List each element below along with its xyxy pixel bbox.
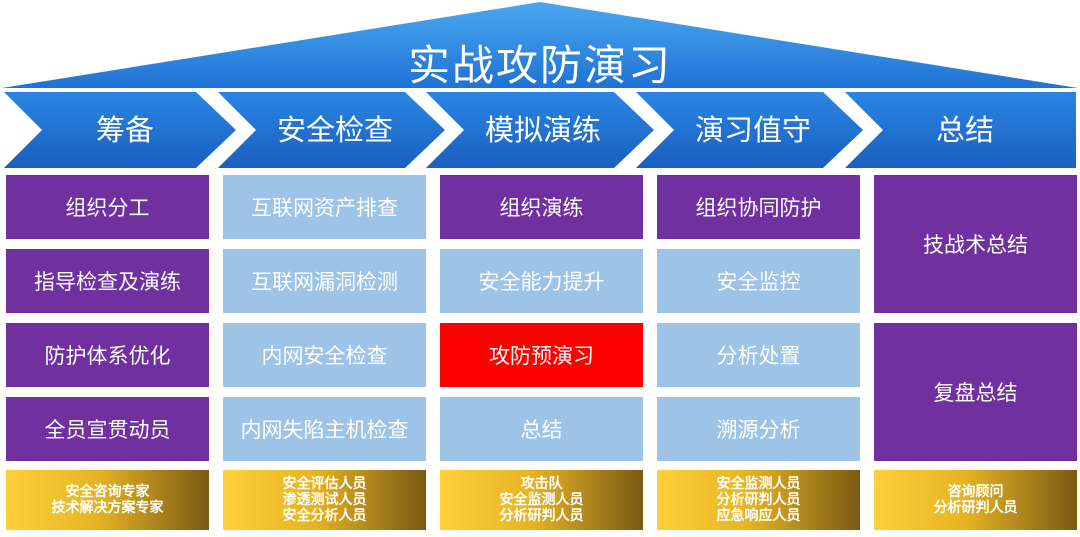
- phase-label-prep: 筹备: [95, 113, 154, 147]
- role-label: 技术解决方案专家: [51, 500, 164, 516]
- task-box: 防护体系优化: [6, 323, 209, 387]
- task-box: 总结: [440, 397, 643, 461]
- role-label: 安全分析人员: [282, 508, 367, 524]
- roles-box: 安全咨询专家 技术解决方案专家: [6, 470, 209, 530]
- phase-arrow-2: [218, 92, 445, 168]
- role-label: 安全评估人员: [282, 476, 367, 492]
- role-label: 分析研判人员: [499, 508, 584, 524]
- phase-label-on-duty: 演习值守: [694, 113, 811, 147]
- role-label: 分析研判人员: [716, 492, 801, 508]
- diagram-title: 实战攻防演习: [407, 41, 672, 90]
- role-label: 安全监测人员: [499, 492, 584, 508]
- task-box: 技战术总结: [874, 175, 1077, 313]
- role-label: 咨询顾问: [947, 484, 1004, 500]
- task-box-highlight: 攻防预演习: [440, 323, 643, 387]
- task-box: 组织协同防护: [657, 175, 860, 239]
- task-box: 互联网漏洞检测: [223, 249, 426, 313]
- task-box: 组织演练: [440, 175, 643, 239]
- phase-arrow-5: [845, 92, 1076, 168]
- task-box: 指导检查及演练: [6, 249, 209, 313]
- task-box: 安全监控: [657, 249, 860, 313]
- role-label: 安全监测人员: [716, 476, 801, 492]
- task-box: 全员宣贯动员: [6, 397, 209, 461]
- phase-arrow-3: [426, 92, 654, 168]
- task-box: 内网安全检查: [223, 323, 426, 387]
- phase-label-summary: 总结: [935, 113, 994, 147]
- role-label: 分析研判人员: [933, 500, 1018, 516]
- roof-banner: [2, 2, 1078, 88]
- role-label: 安全咨询专家: [65, 484, 150, 500]
- roles-box: 安全监测人员 分析研判人员 应急响应人员: [657, 470, 860, 530]
- phase-label-security-check: 安全检查: [276, 113, 393, 147]
- roles-box: 安全评估人员 渗透测试人员 安全分析人员: [223, 470, 426, 530]
- task-box: 互联网资产排查: [223, 175, 426, 239]
- roles-box: 攻击队 安全监测人员 分析研判人员: [440, 470, 643, 530]
- task-box: 复盘总结: [874, 323, 1077, 461]
- task-box: 安全能力提升: [440, 249, 643, 313]
- role-label: 攻击队: [520, 476, 563, 492]
- role-label: 渗透测试人员: [282, 492, 367, 508]
- phase-label-simulation: 模拟演练: [484, 113, 601, 147]
- phase-arrow-4: [636, 92, 863, 168]
- phase-arrow-row: [4, 92, 1076, 168]
- role-label: 应急响应人员: [716, 508, 801, 524]
- roles-box: 咨询顾问 分析研判人员: [874, 470, 1077, 530]
- task-box: 分析处置: [657, 323, 860, 387]
- phase-arrow-1: [4, 92, 236, 168]
- task-box: 溯源分析: [657, 397, 860, 461]
- task-box: 内网失陷主机检查: [223, 397, 426, 461]
- task-box: 组织分工: [6, 175, 209, 239]
